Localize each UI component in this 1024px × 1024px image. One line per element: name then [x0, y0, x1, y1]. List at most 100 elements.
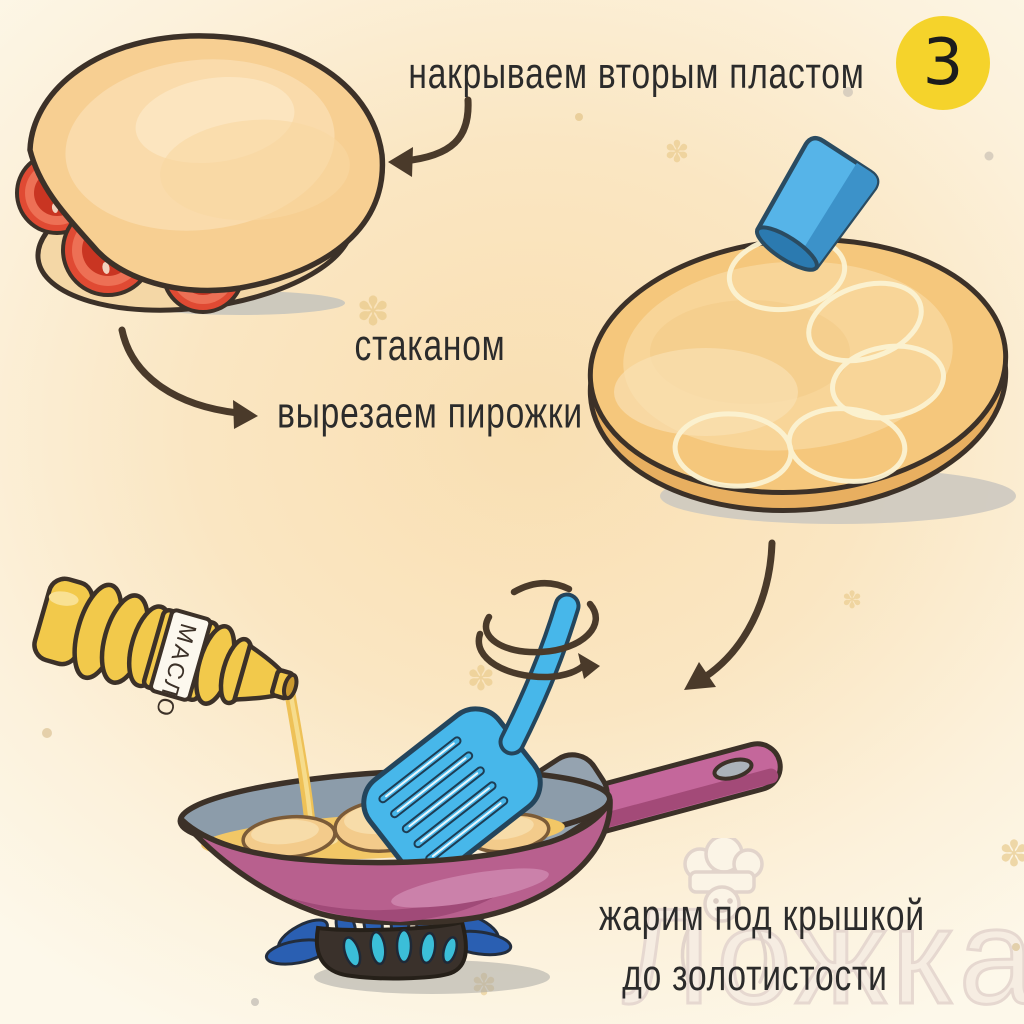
tomato-slices	[15, 151, 245, 314]
handle-underside	[584, 768, 779, 832]
oil-splash	[290, 833, 338, 847]
flower-icon: ✽	[471, 968, 496, 1003]
spatula-handle	[502, 596, 577, 752]
arrow-to-frying-pan	[684, 539, 776, 690]
cut-circle	[806, 280, 924, 364]
flame-petal	[362, 901, 384, 945]
dough-highlight	[623, 261, 953, 451]
stir-motion-swirl	[475, 580, 600, 681]
chef-smile	[714, 907, 730, 913]
cut-circle	[672, 411, 794, 489]
bottle-opening	[282, 672, 299, 701]
handle-body	[573, 741, 783, 835]
pirozhki-in-pan	[241, 799, 551, 860]
inner-flames	[342, 928, 459, 968]
flame-petal	[334, 907, 358, 949]
bottle-rib	[194, 624, 237, 706]
spatula-blade	[361, 706, 543, 880]
flame-petal	[441, 936, 459, 964]
gas-burner	[264, 899, 513, 981]
dot-decoration	[984, 151, 994, 161]
pan-body	[179, 797, 613, 926]
flame-petal	[446, 911, 500, 945]
bottle-rib	[99, 593, 151, 685]
outer-flames	[264, 899, 513, 966]
pirozhok	[333, 799, 435, 853]
chef-eye	[727, 898, 733, 904]
caption-line: стаканом	[354, 321, 506, 371]
glass-shading	[798, 162, 878, 268]
bottle-mouth	[269, 668, 296, 701]
dot-decoration	[251, 998, 259, 1006]
dough-highlight	[650, 300, 850, 404]
dough-disc-top	[587, 236, 1009, 496]
spatula-handle-outline	[498, 592, 581, 756]
tomato-slice	[61, 203, 155, 297]
flame-petal	[419, 931, 437, 965]
step-number: 3	[922, 26, 964, 100]
flower-icon: ✽	[467, 659, 496, 699]
flame-petal	[389, 899, 411, 943]
cut-circle-marks	[672, 233, 946, 489]
chef-arm	[756, 928, 768, 984]
oil-stream	[284, 688, 319, 848]
dot-decoration	[42, 728, 52, 738]
tomato-slice	[15, 151, 99, 235]
dough-highlight	[614, 348, 798, 436]
caption-line: вырезаем пирожки	[277, 388, 583, 438]
bottle-label-text: МАСЛО	[150, 621, 202, 722]
flower-icon: ✽	[842, 586, 862, 614]
chef-doodle	[680, 838, 768, 984]
caption-line: жарим под крышкой	[599, 891, 925, 941]
pirozhok	[241, 814, 337, 860]
oil-pool	[201, 812, 565, 860]
glass-rim	[754, 225, 819, 272]
pan-bottom-shade	[290, 878, 522, 922]
dot-decoration	[575, 113, 583, 121]
tomato-slice	[161, 230, 245, 314]
arrow-to-middle-caption	[118, 326, 258, 429]
bottom-dough-layer	[35, 167, 355, 313]
pan-handle	[573, 741, 783, 835]
arrow-to-sandwich	[388, 96, 472, 177]
bottle-rib	[126, 604, 173, 689]
cut-circle	[786, 406, 908, 484]
caption-cover-with-second-layer: накрываем вторым пластом	[408, 44, 865, 103]
bottle-rib	[72, 582, 124, 681]
chef-eye	[713, 898, 719, 904]
dough-shadow	[660, 468, 1016, 524]
pan-highlight	[391, 868, 549, 908]
watermark-logo: Ложка	[621, 880, 1024, 1024]
pan-rim	[177, 767, 613, 853]
chef-face	[703, 885, 741, 923]
step-number-badge: 3	[896, 16, 990, 110]
bottle-gloss	[48, 591, 79, 606]
flame-petal	[395, 928, 413, 964]
caption-line: накрываем вторым пластом	[408, 49, 865, 99]
flame-petal	[369, 930, 387, 966]
cut-circle	[830, 343, 946, 421]
top-dough-layer	[27, 33, 386, 294]
flame-petal	[447, 929, 513, 957]
pan-front-wall	[179, 797, 613, 926]
flower-icon: ✽	[664, 135, 689, 170]
bottle-label	[149, 608, 213, 702]
cut-circle	[726, 233, 848, 313]
caption-fry-under-lid: жарим под крышкой до золотистости	[599, 886, 925, 1006]
caption-cut-with-glass: стаканом вырезаем пирожки	[274, 312, 586, 447]
dough-sandwich-illustration	[15, 33, 386, 315]
flame-petal	[277, 918, 329, 954]
caption-line: до золотистости	[622, 951, 888, 1001]
spatula	[361, 592, 581, 880]
drinking-glass	[754, 135, 880, 272]
dough-disc-side	[587, 250, 1009, 514]
flower-icon: ✽	[999, 834, 1024, 875]
oil-bottle: МАСЛО	[32, 576, 299, 722]
bottle-shoulder	[231, 642, 283, 702]
flame-petal	[415, 901, 437, 945]
glass-body	[755, 135, 880, 270]
handle-hole	[712, 757, 754, 781]
flame-petal	[342, 936, 362, 968]
